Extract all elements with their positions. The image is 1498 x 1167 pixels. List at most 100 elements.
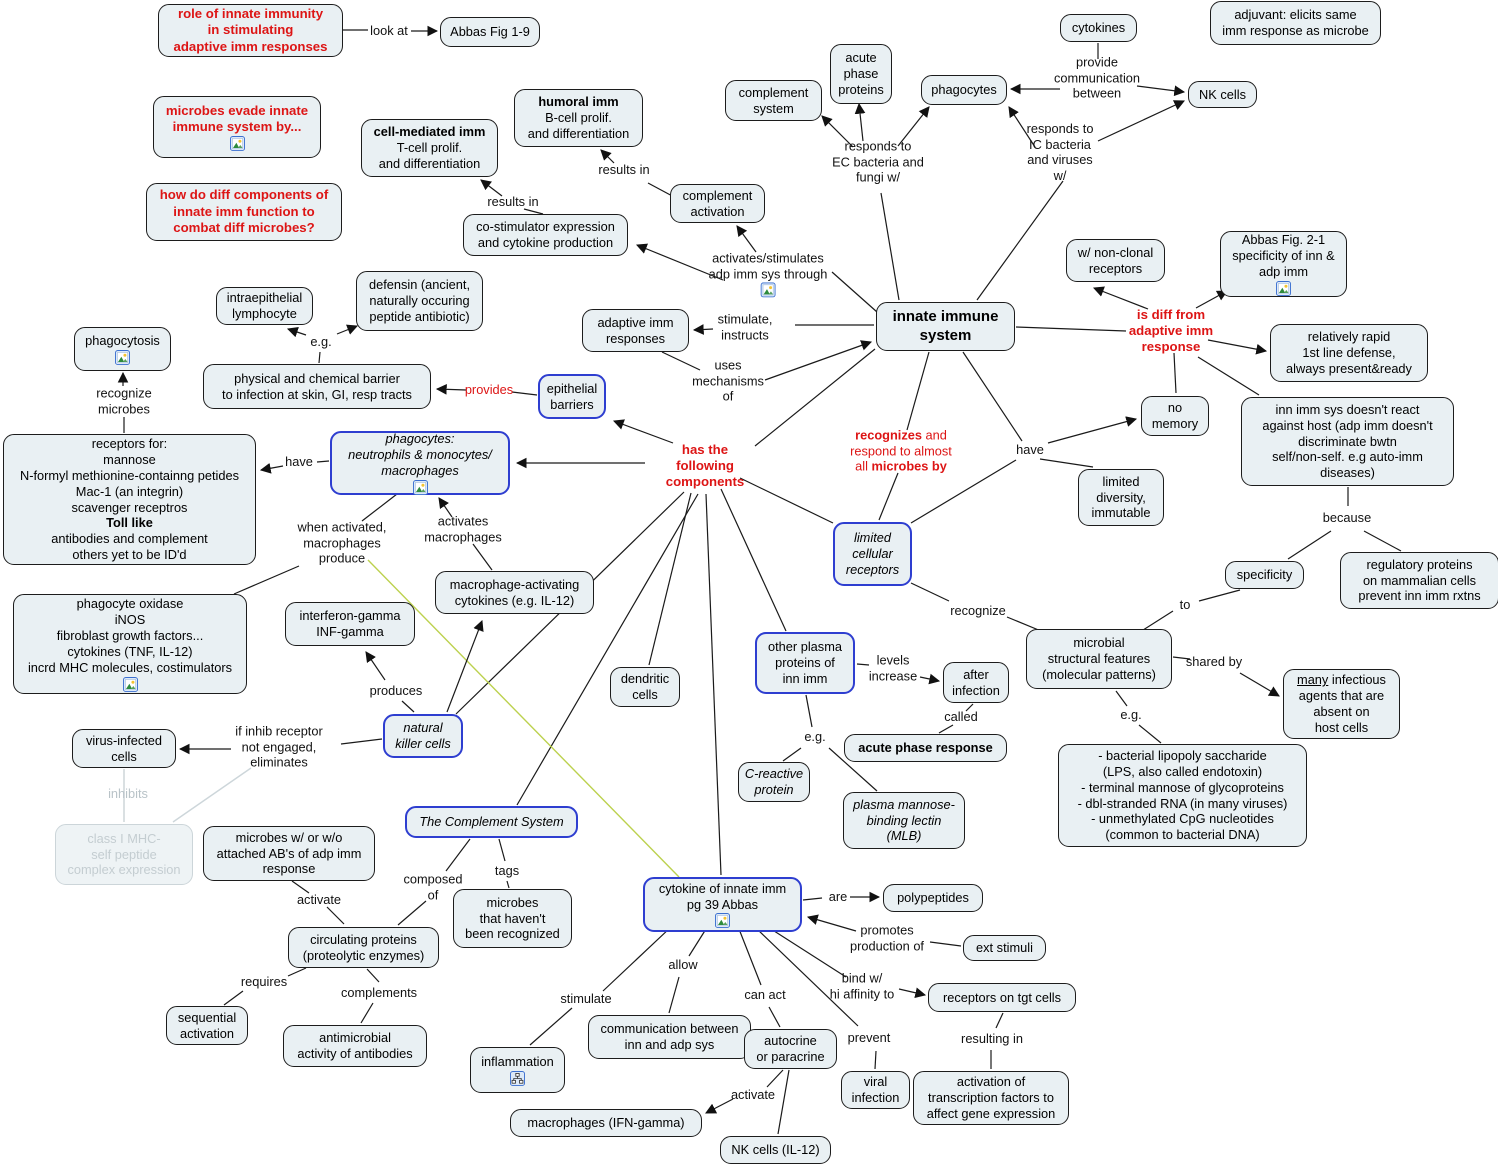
- edge-label-recmicrobes[interactable]: recognize microbes: [96, 385, 152, 416]
- edge-label-inhibits[interactable]: inhibits: [108, 786, 148, 802]
- node-mhc[interactable]: class I MHC- self peptide complex expres…: [55, 824, 193, 885]
- edge-label-promotes[interactable]: promotes production of: [850, 922, 924, 953]
- node-epithelial[interactable]: epithelial barriers: [538, 374, 606, 419]
- node-cellmed[interactable]: cell-mediated imm T-cell prolif. and dif…: [361, 119, 498, 177]
- edge-label-actmacro[interactable]: activates macrophages: [424, 513, 502, 544]
- node-innate[interactable]: innate immune system: [876, 302, 1015, 351]
- edge-label-levels[interactable]: levels increase: [869, 652, 917, 683]
- node-complementsys[interactable]: The Complement System: [405, 806, 578, 838]
- image-resource-icon[interactable]: [115, 349, 130, 365]
- node-adjuvant[interactable]: adjuvant: elicits same imm response as m…: [1210, 1, 1381, 45]
- edge-label-provides[interactable]: provides: [465, 382, 513, 398]
- node-specificity[interactable]: specificity: [1225, 561, 1304, 589]
- edge-label-ifinhib[interactable]: if inhib receptor not engaged, eliminate…: [235, 724, 323, 771]
- node-dendritic[interactable]: dendritic cells: [610, 667, 680, 707]
- node-rapid[interactable]: relatively rapid 1st line defense, alway…: [1270, 324, 1428, 382]
- node-intraep[interactable]: intraepithelial lymphocyte: [216, 287, 313, 325]
- node-virusinf[interactable]: virus-infected cells: [72, 729, 176, 768]
- node-commbetween[interactable]: communication between inn and adp sys: [588, 1015, 751, 1059]
- node-howdo[interactable]: how do diff components of innate imm fun…: [146, 183, 342, 241]
- node-phagoxidase[interactable]: phagocyte oxidase iNOS fibroblast growth…: [13, 594, 247, 694]
- edge-label-stimulate[interactable]: stimulate: [560, 991, 611, 1007]
- edge-label-actstim[interactable]: activates/stimulates adp imm sys through: [709, 250, 827, 298]
- edge-label-whenact[interactable]: when activated, macrophages produce: [298, 520, 387, 567]
- image-resource-icon[interactable]: [229, 136, 245, 152]
- node-regproteins[interactable]: regulatory proteins on mammalian cells p…: [1340, 552, 1498, 609]
- edge-label-resultsin2[interactable]: results in: [487, 194, 538, 210]
- edge-label-complements[interactable]: complements: [341, 985, 417, 1001]
- node-limdiv[interactable]: limited diversity, immutable: [1078, 469, 1164, 526]
- node-microbesab[interactable]: microbes w/ or w/o attached AB's of adp …: [203, 826, 375, 881]
- node-lcr[interactable]: limited cellular receptors: [833, 522, 912, 586]
- node-acutephase[interactable]: acute phase proteins: [830, 44, 892, 104]
- edge-label-eg_l[interactable]: e.g.: [310, 334, 331, 350]
- edge-label-to[interactable]: to: [1180, 597, 1191, 613]
- node-compsys[interactable]: complement system: [725, 80, 822, 121]
- node-seqact[interactable]: sequential activation: [166, 1006, 248, 1045]
- node-nonclonal[interactable]: w/ non-clonal receptors: [1066, 239, 1165, 282]
- edge-label-sharedby[interactable]: shared by: [1186, 654, 1242, 670]
- image-resource-icon[interactable]: [412, 479, 428, 495]
- node-acttrans[interactable]: activation of transcription factors to a…: [913, 1071, 1069, 1125]
- node-polypeptides[interactable]: polypeptides: [883, 884, 983, 912]
- node-adaptive[interactable]: adaptive imm responses: [582, 309, 689, 352]
- node-phagonode[interactable]: phagocytes: neutrophils & monocytes/ mac…: [330, 431, 510, 495]
- node-inflammation[interactable]: inflammation: [470, 1047, 565, 1093]
- edge-label-composedof[interactable]: composed of: [403, 871, 462, 902]
- node-mlb[interactable]: plasma mannose- binding lectin (MLB): [843, 792, 965, 849]
- node-lpslist[interactable]: - bacterial lipopoly saccharide (LPS, al…: [1058, 744, 1307, 847]
- node-antimicrob[interactable]: antimicrobial activity of antibodies: [283, 1025, 427, 1067]
- node-ifngamma[interactable]: interferon-gamma INF-gamma: [285, 602, 415, 646]
- node-abbas19[interactable]: Abbas Fig 1-9: [440, 17, 540, 47]
- image-resource-icon[interactable]: [760, 282, 776, 298]
- edge-label-respondsEC[interactable]: responds to EC bacteria and fungi w/: [832, 139, 924, 186]
- edge-label-requires[interactable]: requires: [241, 974, 287, 990]
- node-humoral[interactable]: humoral imm B-cell prolif. and different…: [514, 89, 643, 147]
- image-resource-icon[interactable]: [715, 913, 730, 929]
- node-receptorsfor[interactable]: receptors for: mannose N-formyl methioni…: [3, 434, 256, 565]
- node-evade[interactable]: microbes evade innate immune system by..…: [153, 96, 321, 158]
- hierarchy-icon[interactable]: [510, 1070, 525, 1086]
- node-nomemory[interactable]: no memory: [1141, 396, 1209, 436]
- node-nkil12[interactable]: NK cells (IL-12): [720, 1136, 831, 1164]
- node-acuteresp[interactable]: acute phase response: [844, 734, 1007, 762]
- edge-label-canact[interactable]: can act: [744, 987, 785, 1003]
- node-autocrine[interactable]: autocrine or paracrine: [744, 1029, 837, 1069]
- edge-label-are[interactable]: are: [829, 889, 848, 905]
- edge-label-tags[interactable]: tags: [495, 863, 519, 879]
- node-cytokines[interactable]: cytokines: [1060, 14, 1137, 42]
- edge-label-isdiff[interactable]: is diff from adaptive imm response: [1129, 307, 1213, 355]
- edge-label-have_l[interactable]: have: [285, 454, 313, 470]
- edge-label-called[interactable]: called: [944, 709, 977, 725]
- node-physbarrier[interactable]: physical and chemical barrier to infecti…: [203, 364, 431, 409]
- node-microstruct[interactable]: microbial structural features (molecular…: [1026, 629, 1172, 689]
- image-resource-icon[interactable]: [122, 676, 138, 692]
- edge-label-resulting[interactable]: resulting in: [961, 1031, 1023, 1047]
- edge-label-resultsin1[interactable]: results in: [598, 162, 649, 178]
- node-defensin[interactable]: defensin (ancient, naturally occuring pe…: [356, 271, 483, 331]
- edge-label-respondsIC[interactable]: responds to IC bacteria and viruses w/: [1027, 121, 1094, 183]
- edge-label-recognize[interactable]: recognize: [950, 603, 1006, 619]
- node-role[interactable]: role of innate immunity in stimulating a…: [158, 4, 343, 57]
- edge-label-lookat[interactable]: look at: [370, 23, 408, 39]
- edge-label-allow[interactable]: allow: [668, 957, 697, 973]
- node-rectgt[interactable]: receptors on tgt cells: [928, 983, 1076, 1012]
- node-manyinf[interactable]: many infectious agents that are absent o…: [1283, 669, 1400, 739]
- edge-label-usesmech[interactable]: uses mechanisms of: [692, 358, 764, 405]
- edge-label-because[interactable]: because: [1323, 510, 1371, 526]
- edge-label-activate2[interactable]: activate: [731, 1087, 775, 1103]
- node-microbesnotrec[interactable]: microbes that haven't been recognized: [453, 889, 572, 948]
- node-otherplasma[interactable]: other plasma proteins of inn imm: [755, 632, 855, 694]
- node-viralinf[interactable]: viral infection: [841, 1071, 910, 1109]
- node-macroifn[interactable]: macrophages (IFN-gamma): [510, 1109, 702, 1137]
- edge-label-eg_r[interactable]: e.g.: [1120, 707, 1141, 723]
- node-abbas21[interactable]: Abbas Fig. 2-1 specificity of inn & adp …: [1220, 231, 1347, 297]
- node-creactive[interactable]: C-reactive protein: [738, 762, 810, 802]
- edge-label-have_r[interactable]: have: [1016, 442, 1044, 458]
- image-resource-icon[interactable]: [1276, 280, 1291, 296]
- node-cytokineinn[interactable]: cytokine of innate imm pg 39 Abbas: [643, 877, 802, 932]
- node-compact[interactable]: complement activation: [670, 184, 765, 223]
- node-circproteins[interactable]: circulating proteins (proteolytic enzyme…: [288, 927, 439, 968]
- edge-label-providecomm[interactable]: provide communication between: [1054, 55, 1140, 102]
- edge-label-bindw[interactable]: bind w/ hi affinity to: [830, 970, 895, 1001]
